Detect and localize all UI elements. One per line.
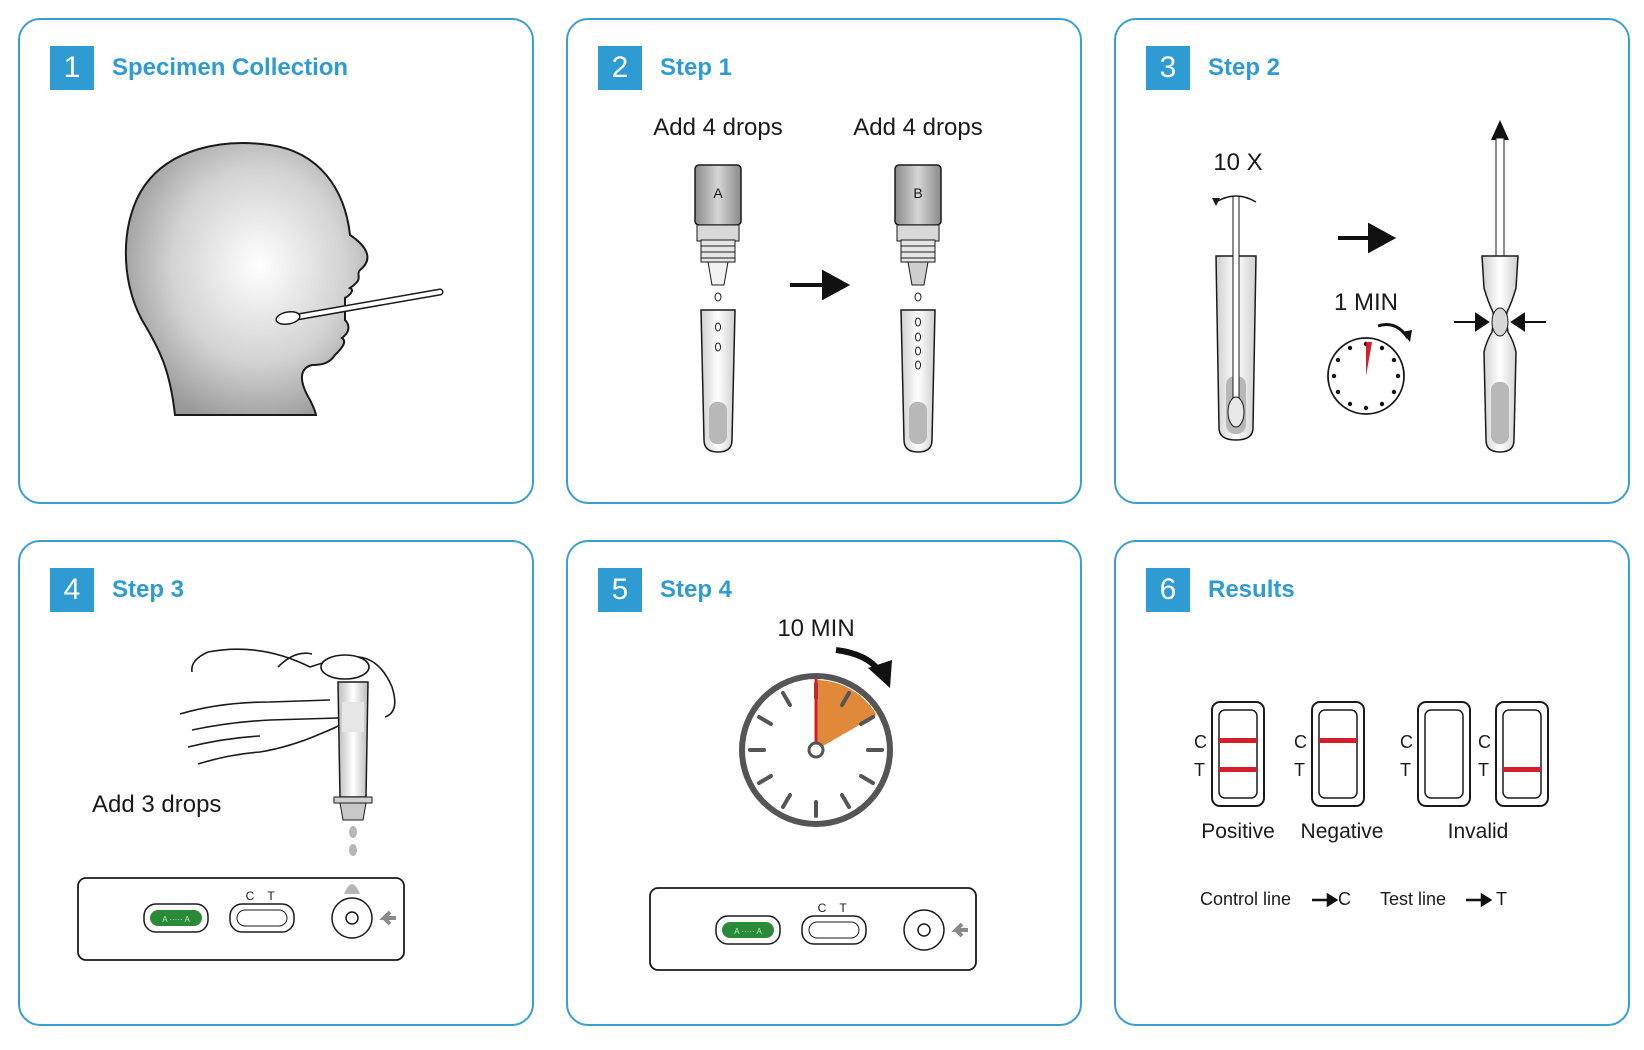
rotations-label: 10 X (1213, 149, 1262, 176)
step-number-badge: 6 (1146, 568, 1190, 612)
rotate-icon (1215, 195, 1257, 203)
panel-header: 4 Step 3 (50, 568, 184, 612)
arrow-left-icon (951, 922, 968, 938)
add-drops-label-b: Add 4 drops (853, 114, 982, 141)
reagent-bottle-a-icon: A (694, 164, 742, 302)
panel-title: Step 3 (112, 576, 185, 603)
result-positive-label: Positive (1201, 820, 1275, 843)
bottle-a-letter: A (713, 185, 723, 201)
step3-illustration: Add 3 drops A ····· A C T (77, 648, 405, 961)
strip-c-label: C (1400, 732, 1413, 752)
strip-t-label: T (1294, 760, 1305, 780)
strip-c-label: C (246, 889, 255, 903)
step-number-badge: 2 (598, 46, 642, 90)
bottle-b-letter: B (913, 185, 922, 201)
panel-specimen-collection: 1 Specimen Collection (18, 18, 534, 504)
panel-header: 5 Step 4 (598, 568, 732, 612)
test-cassette-icon: A ····· A C T (649, 887, 977, 971)
strip-c-label: C (1478, 732, 1491, 752)
result-negative-strip: C T (1294, 701, 1365, 807)
time-label: 1 MIN (1334, 289, 1398, 316)
legend-test-label: Test line (1380, 889, 1446, 909)
panel-step-4: 5 Step 4 10 MIN (566, 540, 1082, 1026)
arrow-right-icon (790, 269, 851, 301)
specimen-collection-illustration (124, 142, 444, 416)
squeeze-right-arrow-icon (1510, 312, 1546, 332)
squeeze-tube-icon (1454, 120, 1546, 453)
strip-c-label: C (1194, 732, 1207, 752)
legend-control-label: Control line (1200, 889, 1291, 909)
swab-icon (275, 288, 444, 326)
timer-10min-icon (739, 647, 893, 827)
arrow-right-icon (1466, 892, 1493, 908)
arrow-right-icon (1338, 222, 1397, 254)
svg-text:A ····· A: A ····· A (734, 927, 762, 936)
result-invalid-strip-t-only: C T (1478, 701, 1549, 807)
panel-title: Specimen Collection (112, 54, 349, 81)
timer-label: 10 MIN (777, 615, 854, 642)
extraction-tube-icon (900, 309, 936, 453)
strip-t-label: T (267, 889, 275, 903)
strip-c-label: C (818, 901, 827, 915)
step-number-badge: 4 (50, 568, 94, 612)
result-positive-strip: C T (1194, 701, 1265, 807)
step4-illustration: 10 MIN (649, 615, 977, 971)
strip-t-label: T (1194, 760, 1205, 780)
panel-title: Step 2 (1208, 54, 1281, 81)
head-icon (124, 142, 369, 416)
panel-step-2: 3 Step 2 10 X 1 MIN (1114, 18, 1630, 504)
squeeze-left-arrow-icon (1454, 312, 1490, 332)
panel-step-3: 4 Step 3 Add 3 drops (18, 540, 534, 1026)
result-invalid-strip-empty: C T (1400, 701, 1471, 807)
result-invalid-label: Invalid (1448, 820, 1509, 843)
add-drops-label-a: Add 4 drops (653, 114, 782, 141)
reagent-bottle-b-icon: B (894, 164, 942, 302)
result-negative-label: Negative (1301, 820, 1384, 843)
extraction-tube-icon (700, 309, 736, 453)
step-number-badge: 5 (598, 568, 642, 612)
dropper-tube-icon (333, 681, 373, 856)
test-cassette-icon: A ····· A C T (77, 877, 405, 961)
strip-t-label: T (1478, 760, 1489, 780)
swab-in-tube-icon (1212, 195, 1257, 441)
step-number-badge: 3 (1146, 46, 1190, 90)
panel-title: Step 4 (660, 576, 733, 603)
add-drops-label: Add 3 drops (92, 791, 221, 818)
arrow-up-icon (1491, 120, 1509, 150)
panel-title: Step 1 (660, 54, 733, 81)
strip-c-label: C (1294, 732, 1307, 752)
legend-control-letter: C (1338, 889, 1351, 909)
hand-icon (179, 648, 396, 765)
strip-t-label: T (839, 901, 847, 915)
panel-step-1: 2 Step 1 Add 4 drops Add 4 drops A (566, 18, 1082, 504)
strip-t-label: T (1400, 760, 1411, 780)
step2-illustration: 10 X 1 MIN (1212, 120, 1546, 453)
results-illustration: C T C T C T C T Positive Negati (1194, 701, 1549, 909)
panel-results: 6 Results C T C T C T C T (1114, 540, 1630, 1026)
legend: Control line C Test line T (1200, 889, 1507, 909)
legend-test-letter: T (1496, 889, 1507, 909)
panel-title: Results (1208, 576, 1295, 603)
arrow-left-icon (379, 910, 396, 926)
step1-illustration: Add 4 drops Add 4 drops A (653, 114, 983, 453)
panel-header: 3 Step 2 (1146, 46, 1280, 90)
panel-header: 6 Results (1146, 568, 1295, 612)
stopwatch-1min-icon (1327, 323, 1412, 415)
panel-header: 1 Specimen Collection (50, 46, 348, 90)
svg-text:A ····· A: A ····· A (162, 915, 190, 924)
arrow-right-icon (1312, 892, 1339, 908)
timer-elapsed-sector (816, 680, 877, 750)
panel-header: 2 Step 1 (598, 46, 732, 90)
step-number-badge: 1 (50, 46, 94, 90)
